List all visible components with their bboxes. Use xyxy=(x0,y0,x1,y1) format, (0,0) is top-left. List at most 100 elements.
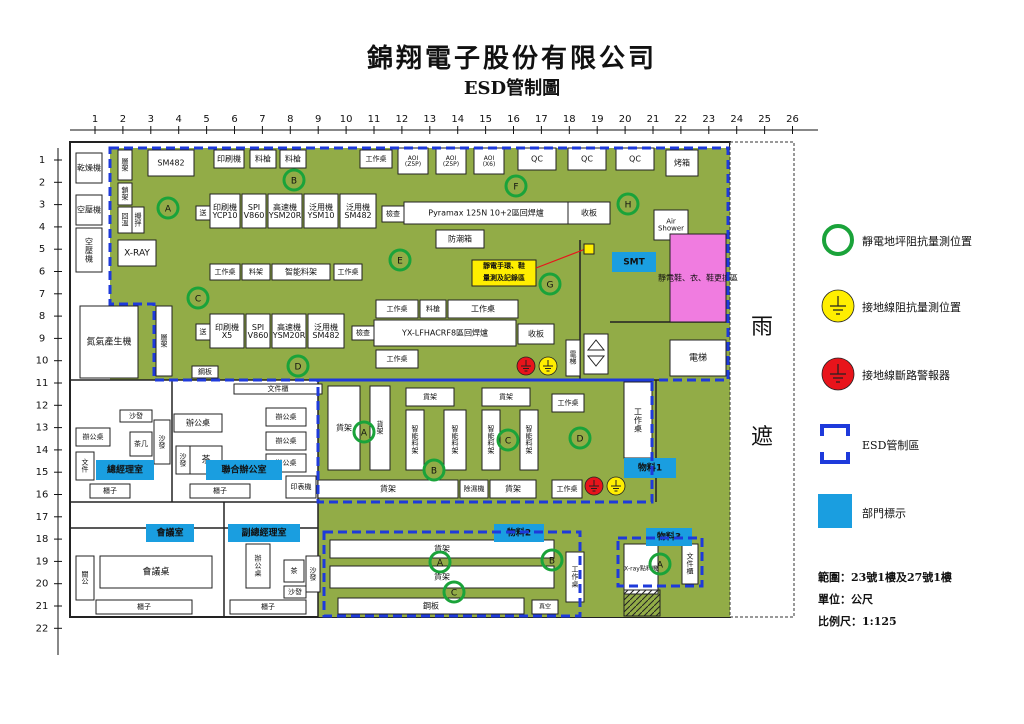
file3-label: 文件櫃 xyxy=(687,552,694,576)
smt-tag xyxy=(612,252,656,272)
material_cab2-label: 料槍 xyxy=(285,154,301,164)
tea3-label: 茶 xyxy=(291,566,298,575)
material_cab2-box xyxy=(279,149,307,169)
col-number: 24 xyxy=(730,114,743,125)
wb_e-label: 工作桌 xyxy=(471,304,495,314)
collect1-label: 收板 xyxy=(581,208,597,218)
gm_office-tag xyxy=(96,460,154,480)
vacuum-box xyxy=(531,599,559,615)
stair-arrow xyxy=(586,339,606,367)
aoi1-box xyxy=(397,147,429,175)
xray_machine-label: X-ray點料機 xyxy=(624,565,658,573)
smt-tag-label: SMT xyxy=(623,258,645,268)
pyramax-label: Pyramax 125N 10+2區回焊爐 xyxy=(428,208,544,218)
qc1-label: QC xyxy=(531,155,543,164)
row-number: 6 xyxy=(39,267,45,278)
office_desk2-box xyxy=(75,427,111,447)
stairs-hatch xyxy=(623,589,661,617)
cabinet4-box xyxy=(229,599,307,615)
printer_office-box xyxy=(285,475,317,499)
mat_b-box xyxy=(241,263,271,281)
goods_shelf3-label: 貨架 xyxy=(423,392,437,401)
wb_f-box xyxy=(375,349,419,369)
ring-marker-letter: H xyxy=(625,201,632,211)
dryer-box xyxy=(75,152,103,184)
joint_office-tag xyxy=(206,460,282,480)
rack2-label: 鎖架 xyxy=(122,185,129,201)
oven-box xyxy=(665,149,699,177)
sofa3-label: 沙發 xyxy=(180,452,187,467)
cabinet1-box xyxy=(89,483,131,499)
material2-tag xyxy=(494,524,544,542)
office_desk3-label: 辦公桌 xyxy=(276,412,297,421)
ac1-box xyxy=(75,194,103,226)
smart_rack-label: 智能料架 xyxy=(285,267,317,277)
smart_mat4-label: 智能料架 xyxy=(526,424,533,455)
ring-marker-letter: C xyxy=(451,589,457,599)
conference_table-label: 會議桌 xyxy=(142,566,169,578)
tea2-label: 茶 xyxy=(201,454,210,466)
right-floor xyxy=(656,380,730,502)
nitrogen-label: 氮氣產生機 xyxy=(86,336,131,348)
legend-red-label: 接地線斷路警報器 xyxy=(862,368,950,382)
row-number: 14 xyxy=(36,445,49,456)
mat_gun-label: 料槍 xyxy=(426,304,440,313)
esd-zone-warehouse xyxy=(316,378,654,504)
ring-marker-letter: D xyxy=(577,435,584,445)
col-number: 12 xyxy=(396,114,409,125)
cabinet3-label: 櫃子 xyxy=(137,602,151,611)
send1-label: 送 xyxy=(200,208,207,217)
row-number: 11 xyxy=(36,378,49,389)
material1-tag-label: 物料1 xyxy=(638,462,662,474)
inspect2-label: 檢查 xyxy=(356,328,370,337)
x5-box xyxy=(209,313,245,349)
oven-label: 烤箱 xyxy=(674,158,690,168)
ysm20a-box xyxy=(267,193,303,229)
row-number: 2 xyxy=(39,177,45,188)
file2-box xyxy=(75,451,95,481)
xray-label: X-RAY xyxy=(124,249,150,259)
col-number: 2 xyxy=(120,114,126,125)
goods_shelf2-label: 貨架 xyxy=(377,419,384,435)
col-number: 25 xyxy=(758,114,771,125)
vgm_office-tag xyxy=(228,524,300,542)
col-number: 26 xyxy=(786,114,799,125)
col-number: 14 xyxy=(451,114,464,125)
ac2-label: 空壓機 xyxy=(85,236,93,263)
company-title: 錦翔電子股份有限公司 xyxy=(366,44,657,74)
ring-marker-letter: B xyxy=(549,557,555,567)
qc2-label: QC xyxy=(581,155,593,164)
legend-dept-icon xyxy=(818,494,852,528)
col-number: 16 xyxy=(507,114,520,125)
row-number: 22 xyxy=(36,623,49,634)
sm482a-box xyxy=(147,149,195,177)
office_desk1-label: 辦公桌 xyxy=(186,418,210,428)
ac1-label: 空壓機 xyxy=(77,205,101,215)
legend: 靜電地坪阻抗量測位置接地線阻抗量測位置接地線斷路警報器ESD管制區部門標示範圍：… xyxy=(818,224,972,628)
esd-zone-material3 xyxy=(616,536,704,588)
col-number: 23 xyxy=(702,114,715,125)
row-number: 16 xyxy=(36,490,49,501)
smart_mat1-box xyxy=(405,409,425,471)
col-number: 3 xyxy=(148,114,154,125)
ac2-box xyxy=(75,227,103,273)
ysm20b-box xyxy=(271,313,307,349)
ring-marker xyxy=(156,196,180,220)
col-number: 21 xyxy=(647,114,660,125)
file_cab-label: 文件櫃 xyxy=(268,384,289,393)
esd-zones xyxy=(108,146,730,618)
shelf_b-box xyxy=(329,565,555,589)
canopy-cover: 遮 xyxy=(751,425,773,450)
lfhacrf-label: YX-LFHACRF8區回焊爐 xyxy=(401,328,488,338)
ring-marker xyxy=(568,426,592,450)
conference_table-box xyxy=(99,555,213,589)
dehum-box xyxy=(459,479,489,499)
esd-zone-material2 xyxy=(322,530,582,618)
material2-tag-label: 物料2 xyxy=(507,527,531,539)
rack2-box xyxy=(117,182,133,206)
notice-target xyxy=(583,243,595,255)
